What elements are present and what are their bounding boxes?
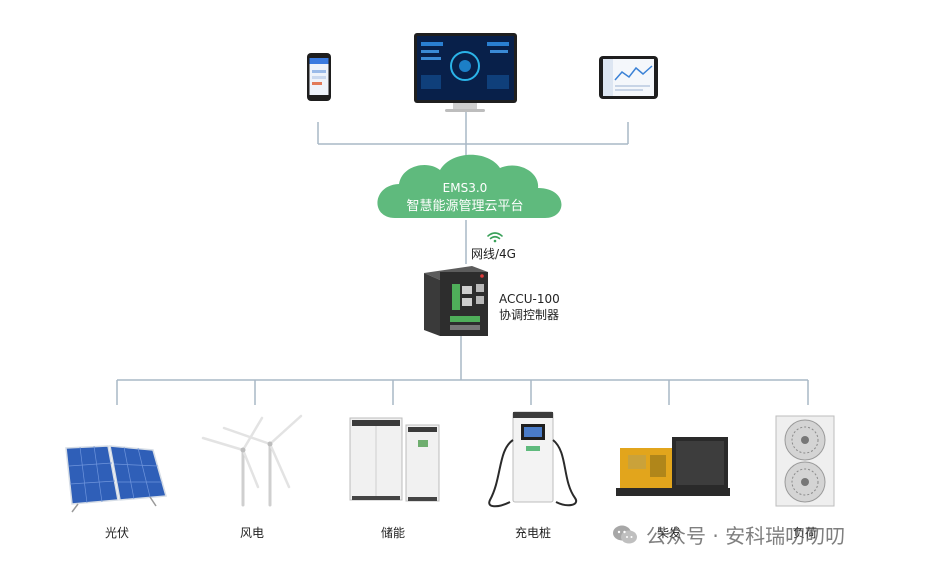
cloud-subtitle: 智慧能源管理云平台: [406, 199, 524, 214]
connection-lines: [116, 110, 809, 405]
diesel-generator-icon: [616, 437, 730, 496]
cloud-title: EMS3.0: [442, 181, 488, 195]
phone-icon: [307, 53, 331, 101]
monitor-icon: [414, 33, 517, 112]
device-label-wind: 风电: [239, 526, 264, 540]
cloud-shape: [377, 154, 562, 218]
tablet-icon: [599, 56, 658, 99]
device-label-pv: 光伏: [104, 526, 129, 540]
controller-model: ACCU-100: [499, 292, 560, 306]
energy-storage-icon: [349, 417, 440, 502]
solar-panel-icon: [65, 445, 167, 513]
wifi-icon: [487, 232, 503, 243]
device-label-generator: 柴发: [656, 526, 681, 540]
wechat-icon: [613, 525, 637, 543]
controller-device: [424, 266, 488, 336]
device-label-charger: 充电桩: [514, 526, 551, 540]
device-label-storage: 储能: [380, 526, 405, 540]
watermark: 公众号 · 安科瑞叨叨叨: [612, 520, 845, 549]
controller-name: 协调控制器: [499, 308, 560, 322]
outdoor-unit-icon: [775, 415, 835, 507]
watermark-text: 公众号 · 安科瑞叨叨叨: [646, 524, 846, 548]
device-label-load: 负荷: [792, 526, 817, 540]
wind-turbine-icon: [201, 414, 303, 507]
ev-charger-icon: [488, 411, 578, 508]
network-label: 网线/4G: [471, 247, 516, 261]
